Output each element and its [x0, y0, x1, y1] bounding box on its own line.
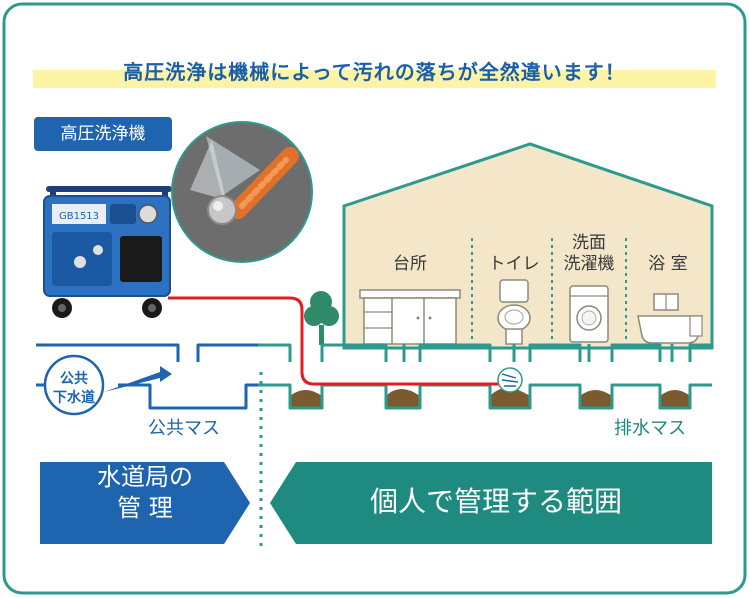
- tree-icon: [304, 291, 339, 345]
- room-label-washroom: 洗面 洗濯機: [563, 233, 615, 274]
- toilet-icon: [497, 279, 531, 345]
- room-label-kitchen: 台所: [393, 254, 427, 274]
- nozzle-spray-icon: [497, 367, 523, 393]
- public-mass-label: 公共マス: [148, 418, 220, 439]
- machine-tag: 高圧洗浄機: [34, 117, 172, 151]
- washing-machine-icon: [569, 285, 609, 343]
- fixture-drain-pipes: [402, 344, 674, 362]
- headline-highlight: [33, 70, 716, 88]
- drain-mass-label: 排水マス: [614, 418, 686, 439]
- sewer-lines: [36, 343, 712, 410]
- right-band-label: 個人で管理する範囲: [369, 485, 622, 518]
- dirt-deposits: [290, 388, 690, 408]
- machine-model-label: GB1513: [59, 211, 99, 222]
- nozzle-closeup-icon: [171, 121, 313, 263]
- right-band: [270, 462, 712, 544]
- pressure-washer-icon: GB1513: [43, 186, 172, 318]
- kitchen-counter-icon: [359, 289, 461, 345]
- room-label-toilet: トイレ: [488, 254, 540, 274]
- public-road-label: 公共 下水道: [53, 371, 95, 406]
- left-band: [40, 462, 250, 544]
- public-sewer-callout: [43, 354, 172, 416]
- left-band-label: 水道局の 管 理: [97, 463, 193, 522]
- room-label-bath: 浴 室: [648, 254, 688, 274]
- red-hose: [168, 296, 500, 386]
- bathtub-icon: [637, 293, 703, 344]
- headline: 高圧洗浄は機械によって汚れの落ちが全然違います！: [123, 60, 626, 84]
